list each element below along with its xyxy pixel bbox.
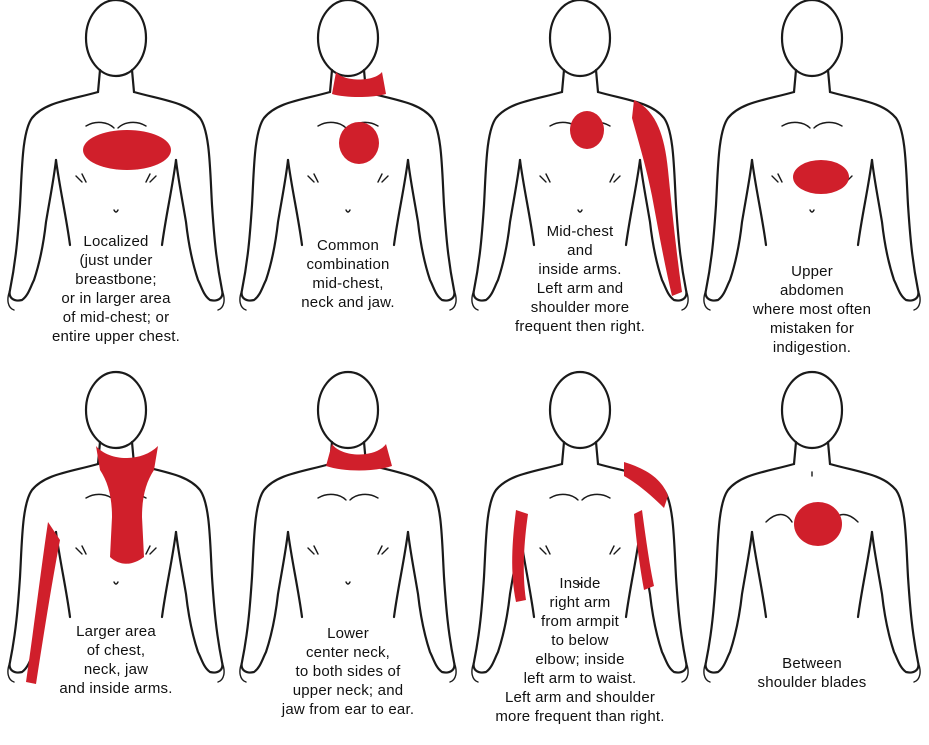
caption-line: inside arms.	[464, 260, 696, 279]
pain-area-upper-abdomen	[793, 160, 849, 194]
caption-line: of mid-chest; or	[0, 308, 232, 327]
caption-line: and	[464, 241, 696, 260]
caption-line: breastbone;	[0, 270, 232, 289]
caption-line: entire upper chest.	[0, 327, 232, 346]
caption-line: neck and jaw.	[232, 293, 464, 312]
caption-line: of chest,	[0, 641, 232, 660]
caption-line: right arm	[464, 593, 696, 612]
caption-line: abdomen	[696, 281, 928, 300]
caption-line: neck, jaw	[0, 660, 232, 679]
caption-line: Upper	[696, 262, 928, 281]
caption-line: left arm to waist.	[464, 669, 696, 688]
caption-line: to below	[464, 631, 696, 650]
caption-line: where most often	[696, 300, 928, 319]
caption-line: upper neck; and	[232, 681, 464, 700]
caption-line: center neck,	[232, 643, 464, 662]
pain-area-chest	[570, 111, 604, 149]
caption-line: to both sides of	[232, 662, 464, 681]
caption-line: shoulder more	[464, 298, 696, 317]
caption-line: from armpit	[464, 612, 696, 631]
caption-line: more frequent than right.	[464, 707, 696, 726]
caption-line: Mid-chest	[464, 222, 696, 241]
caption-line: and inside arms.	[0, 679, 232, 698]
caption-line: combination	[232, 255, 464, 274]
caption-line: Between	[696, 654, 928, 673]
caption-line: frequent then right.	[464, 317, 696, 336]
caption-line: Left arm and shoulder	[464, 688, 696, 707]
pain-area-between-shoulders	[794, 502, 842, 546]
caption-line: shoulder blades	[696, 673, 928, 692]
caption-line: mistaken for	[696, 319, 928, 338]
caption-line: (just under	[0, 251, 232, 270]
caption-line: indigestion.	[696, 338, 928, 357]
pain-area-neck-jaw	[332, 72, 386, 97]
caption-line: Inside	[464, 574, 696, 593]
caption-line: jaw from ear to ear.	[232, 700, 464, 719]
caption-line: Common	[232, 236, 464, 255]
caption-line: elbow; inside	[464, 650, 696, 669]
caption-line: Lower	[232, 624, 464, 643]
caption-line: Left arm and	[464, 279, 696, 298]
pain-area-chest	[339, 122, 379, 164]
caption-line: Larger area	[0, 622, 232, 641]
pain-area-neck-chest	[96, 446, 158, 564]
caption-line: Localized	[0, 232, 232, 251]
caption-line: or in larger area	[0, 289, 232, 308]
caption-line: mid-chest,	[232, 274, 464, 293]
body-figure	[232, 0, 464, 372]
pain-area-lower-neck	[326, 444, 392, 471]
pain-area-chest	[83, 130, 171, 170]
pain-area-left-shoulder	[624, 462, 668, 508]
